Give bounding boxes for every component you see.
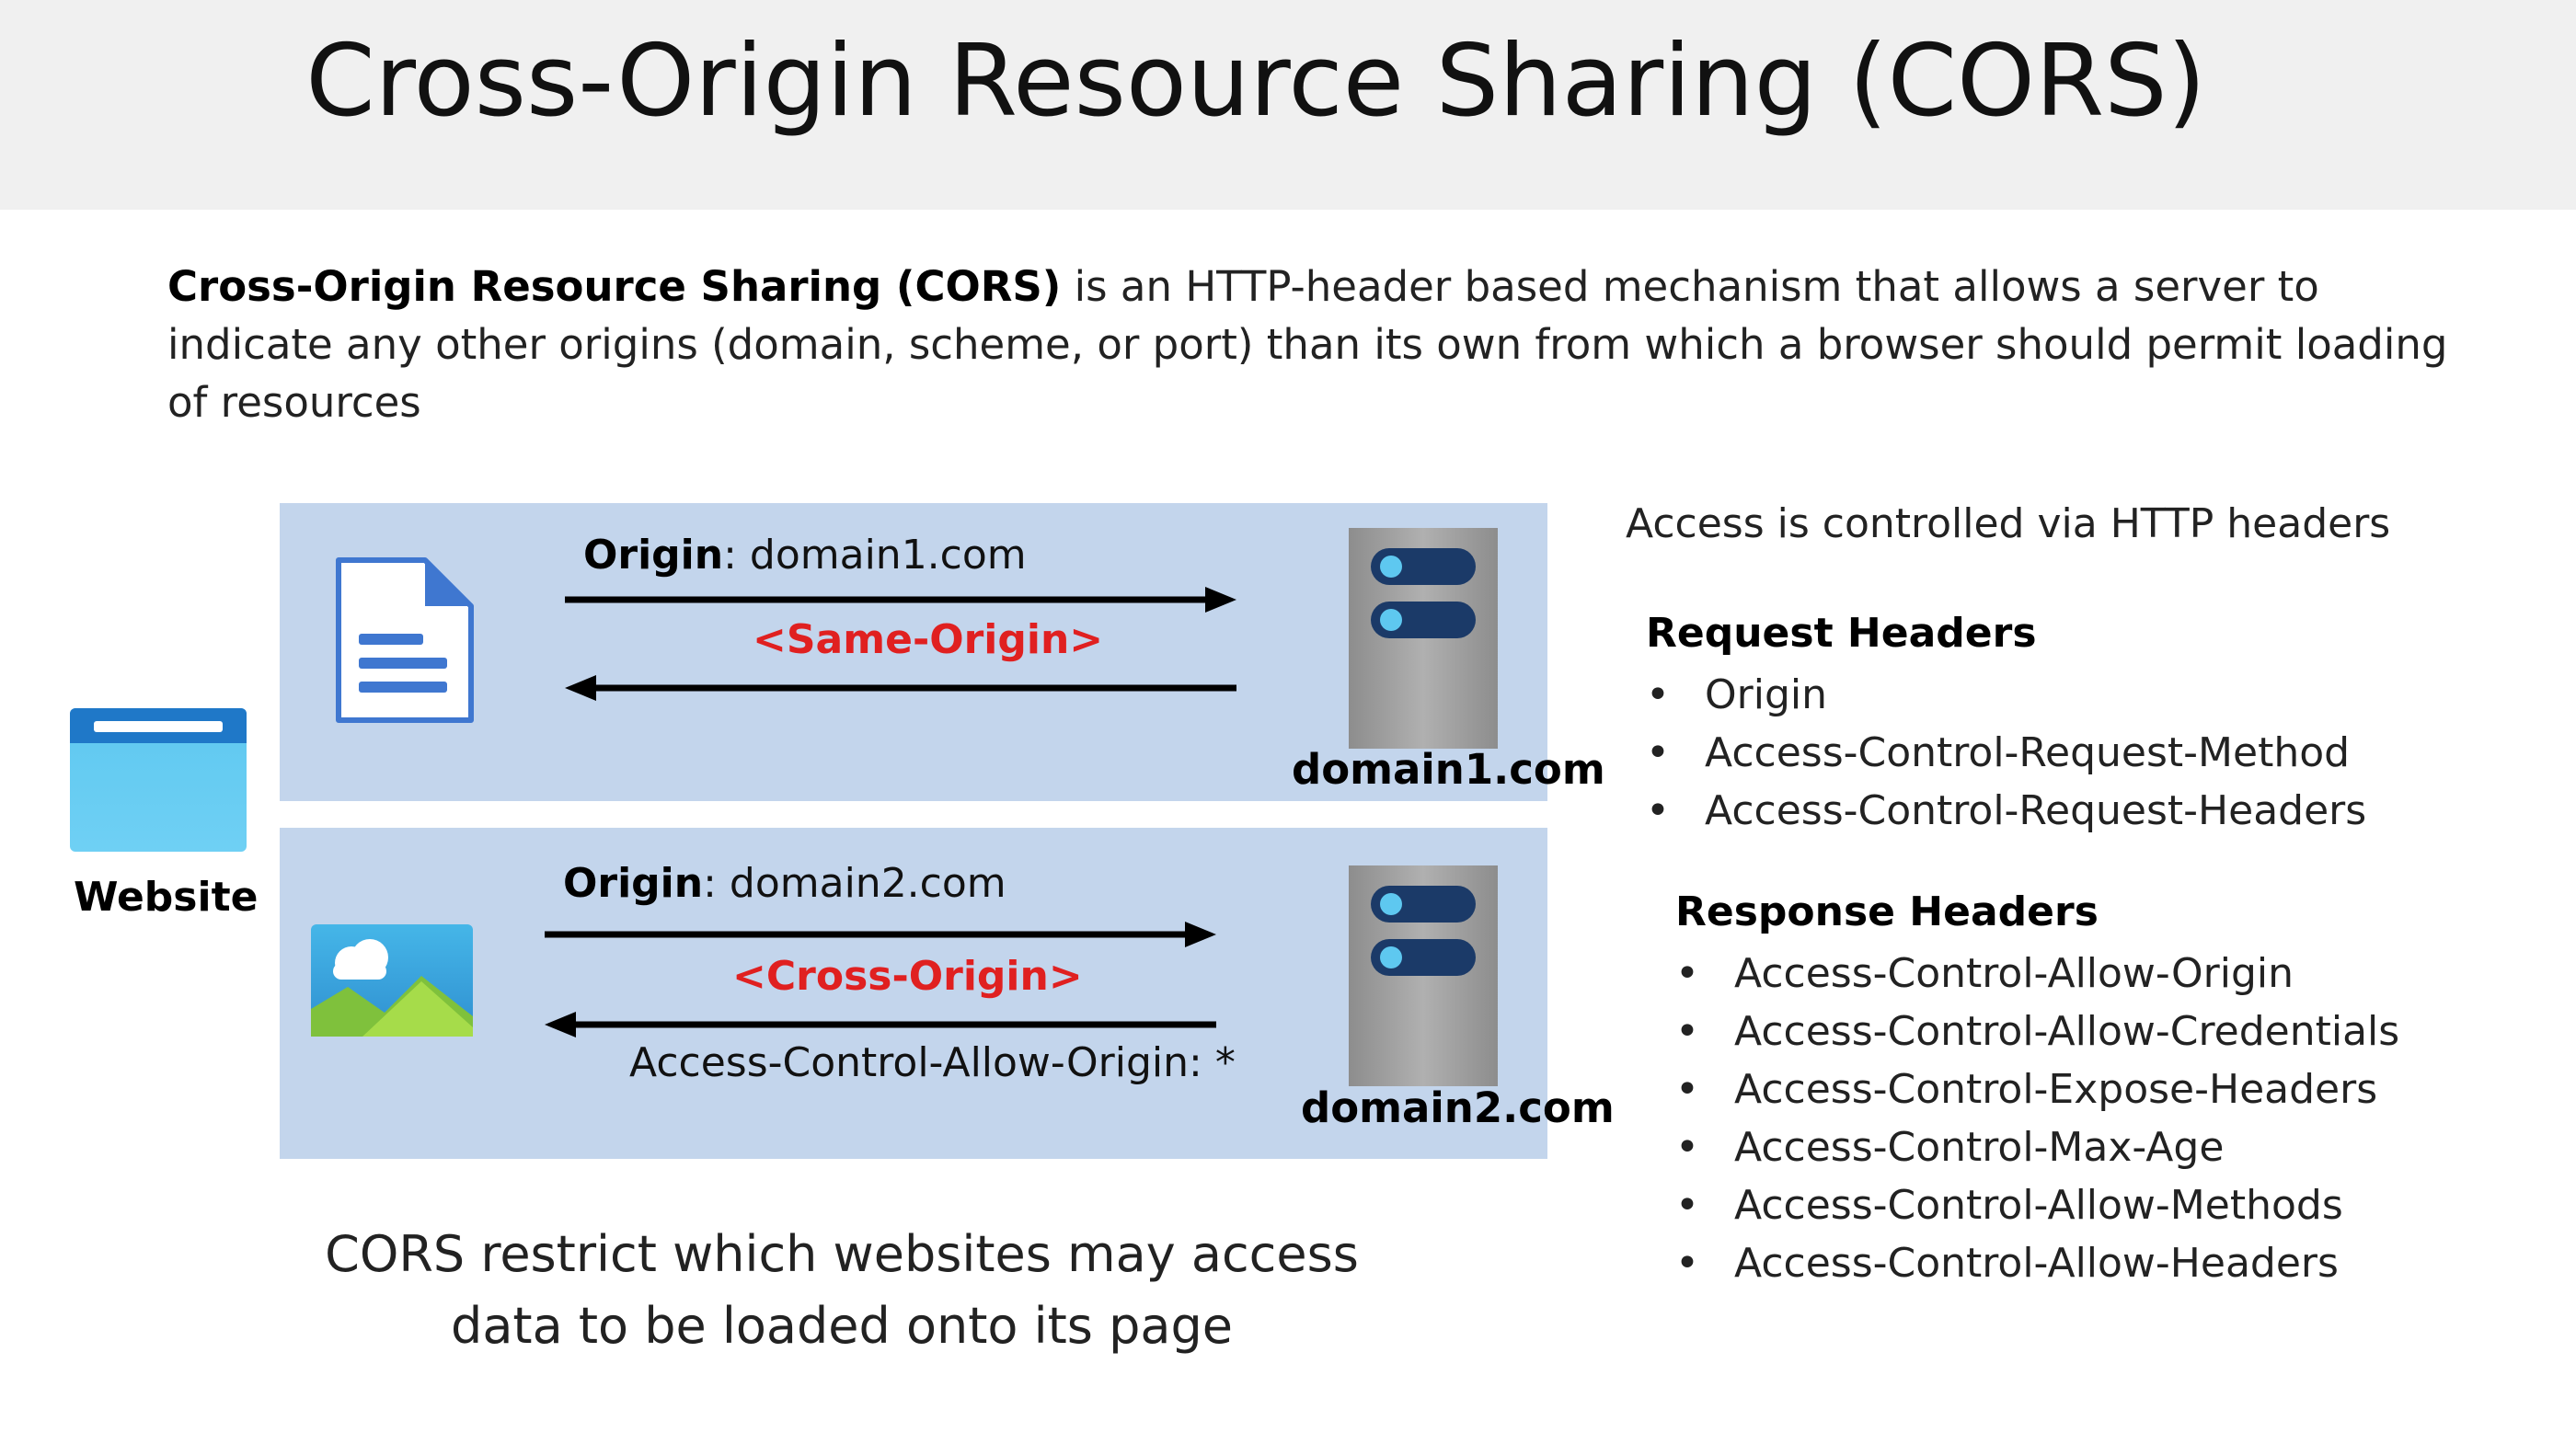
server-icon: [1349, 865, 1498, 1086]
list-item: Access-Control-Allow-Credentials: [1675, 1003, 2399, 1060]
cross-origin-panel: [280, 828, 1547, 1159]
cross-origin-request-label: Origin: domain2.com: [563, 860, 1006, 907]
list-item: Origin: [1646, 666, 2366, 724]
caption-line-1: CORS restrict which websites may access: [325, 1225, 1359, 1283]
website-label: Website: [74, 874, 259, 921]
domain1-label: domain1.com: [1292, 745, 1605, 794]
image-icon: [311, 924, 473, 1037]
intro-bold-term: Cross-Origin Resource Sharing (CORS): [167, 262, 1062, 311]
response-arrow: [565, 675, 1236, 701]
headers-intro: Access is controlled via HTTP headers: [1626, 500, 2391, 547]
same-origin-panel: [280, 503, 1547, 801]
caption-line-2: data to be loaded onto its page: [451, 1297, 1233, 1355]
intro-text: is an HTTP-header based mechanism that a…: [167, 262, 2448, 427]
title-bar: [0, 0, 2576, 210]
list-item: Access-Control-Request-Headers: [1646, 782, 2366, 840]
intro-paragraph: Cross-Origin Resource Sharing (CORS) is …: [167, 258, 2467, 431]
browser-window-icon: [70, 708, 247, 852]
list-item: Access-Control-Max-Age: [1675, 1118, 2399, 1176]
request-headers-list: Origin Access-Control-Request-Method Acc…: [1646, 666, 2366, 840]
same-origin-tag: <Same-Origin>: [753, 616, 1104, 663]
response-headers-list: Access-Control-Allow-Origin Access-Contr…: [1675, 945, 2399, 1292]
caption: CORS restrict which websites may access …: [294, 1219, 1389, 1362]
document-icon: [336, 557, 474, 723]
list-item: Access-Control-Allow-Origin: [1675, 945, 2399, 1003]
cross-origin-tag: <Cross-Origin>: [732, 953, 1083, 1000]
server-icon: [1349, 528, 1498, 749]
domain2-label: domain2.com: [1301, 1083, 1615, 1132]
origin-key: Origin: [583, 532, 724, 579]
list-item: Access-Control-Request-Method: [1646, 724, 2366, 782]
same-origin-request-label: Origin: domain1.com: [583, 532, 1027, 579]
origin-key: Origin: [563, 860, 704, 907]
page-title: Cross-Origin Resource Sharing (CORS): [305, 24, 2206, 139]
request-headers-title: Request Headers: [1646, 610, 2037, 657]
origin-value: : domain2.com: [703, 860, 1006, 907]
request-arrow: [565, 587, 1236, 613]
response-headers-title: Response Headers: [1675, 888, 2099, 935]
origin-value: : domain1.com: [723, 532, 1027, 579]
request-arrow: [545, 922, 1216, 947]
list-item: Access-Control-Allow-Methods: [1675, 1176, 2399, 1234]
list-item: Access-Control-Expose-Headers: [1675, 1060, 2399, 1118]
allow-origin-response-header: Access-Control-Allow-Origin: *: [629, 1039, 1236, 1086]
response-arrow: [545, 1012, 1216, 1037]
list-item: Access-Control-Allow-Headers: [1675, 1234, 2399, 1292]
